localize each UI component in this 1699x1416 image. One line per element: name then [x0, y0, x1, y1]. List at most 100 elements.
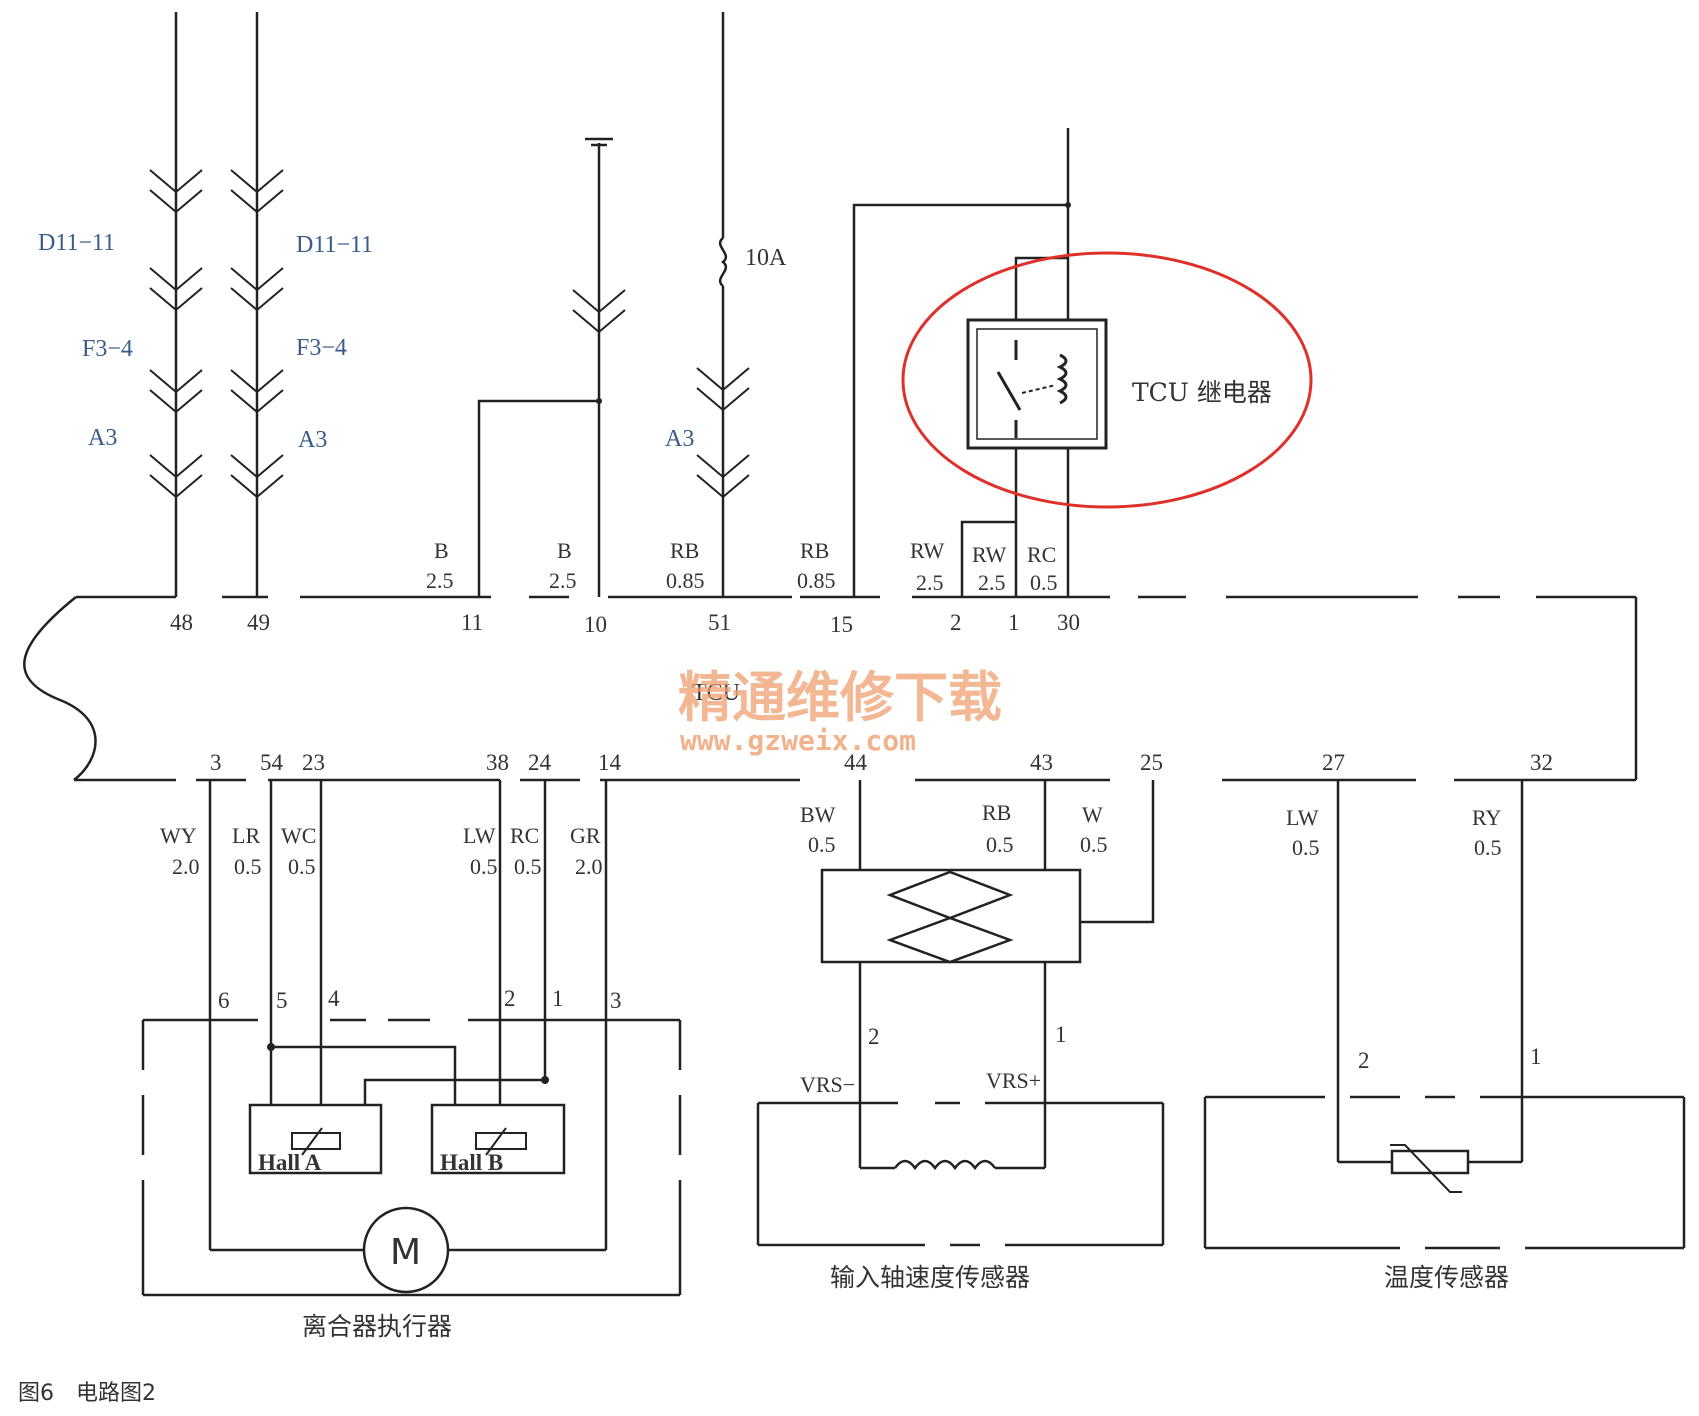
top-wire-labels: B 2.5 B 2.5 RB 0.85 RB 0.85 RW 2.5 RW 2.… [426, 538, 1058, 595]
clutch-pin-3: 3 [610, 988, 622, 1013]
wire-color-wc: WC [281, 823, 316, 848]
pin-51: 51 [708, 610, 731, 635]
pin-49: 49 [247, 610, 270, 635]
wire-color-wy: WY [160, 823, 197, 848]
wire-gauge-2: 2.5 [916, 570, 944, 595]
bottom-wire-labels: WY 2.0 LR 0.5 WC 0.5 LW 0.5 RC 0.5 GR 2.… [160, 800, 1502, 879]
wire-color-11: B [434, 538, 449, 563]
wire-gauge-11: 2.5 [426, 568, 454, 593]
tcu-body: TCU [23, 595, 1638, 782]
wire-gauge-bw: 0.5 [808, 832, 836, 857]
watermark-url: www.gzweix.com [680, 724, 916, 757]
pin-23: 23 [302, 750, 325, 775]
connector-chevrons-left [149, 169, 284, 499]
pin-48: 48 [170, 610, 193, 635]
wire-gauge-w: 0.5 [1080, 832, 1108, 857]
clutch-label: 离合器执行器 [302, 1312, 452, 1341]
motor-icon [362, 1206, 450, 1294]
wire-color-30: RC [1027, 542, 1056, 567]
f34-label-right: F3−4 [296, 335, 347, 361]
wire-color-rc: RC [510, 823, 539, 848]
wire-gauge-wy: 2.0 [172, 854, 200, 879]
watermark: 精通维修下载 www.gzweix.com [678, 665, 1002, 757]
pin-44: 44 [844, 750, 868, 775]
wire-color-lw2: LW [1286, 805, 1319, 830]
pin-25: 25 [1140, 750, 1163, 775]
wire-gauge-lr: 0.5 [234, 854, 262, 879]
wire-gauge-rc: 0.5 [514, 854, 542, 879]
relay-highlight-circle [901, 251, 1313, 509]
wire-gauge-10: 2.5 [549, 568, 577, 593]
d11-label-right: D11−11 [296, 232, 373, 258]
pin-1: 1 [1008, 610, 1020, 635]
fuse-icon [718, 237, 728, 287]
f34-label-left: F3−4 [82, 336, 133, 362]
wire-color-1: RW [972, 542, 1006, 567]
wire-gauge-1: 2.5 [978, 570, 1006, 595]
pin-10: 10 [584, 612, 607, 637]
pin-30: 30 [1057, 610, 1080, 635]
relay-label: TCU 继电器 [1132, 378, 1272, 407]
wire-color-lw: LW [463, 823, 496, 848]
wire-color-bw: BW [800, 802, 836, 827]
wire-gauge-51: 0.85 [666, 568, 705, 593]
coil-icon [893, 1159, 997, 1171]
pin-24: 24 [528, 750, 552, 775]
wire-color-2: RW [910, 538, 944, 563]
a3-label-mid: A3 [665, 426, 694, 452]
temp-sensor-label: 温度传感器 [1384, 1263, 1509, 1292]
pin-3: 3 [210, 750, 222, 775]
wire-gauge-gr: 2.0 [575, 854, 603, 879]
wire-color-15: RB [800, 538, 829, 563]
speed-sensor-label: 输入轴速度传感器 [830, 1263, 1030, 1292]
wire-gauge-wc: 0.5 [288, 854, 316, 879]
temp-pin-1: 1 [1530, 1044, 1542, 1069]
shield-box [820, 868, 1082, 964]
pin-38: 38 [486, 750, 509, 775]
wire-color-lr: LR [232, 823, 260, 848]
pin-27: 27 [1322, 750, 1345, 775]
clutch-pin-1: 1 [552, 986, 564, 1011]
wire-gauge-15: 0.85 [797, 568, 836, 593]
vrs-minus-label: VRS− [800, 1072, 855, 1097]
wire-color-rb: RB [982, 800, 1011, 825]
wire-gauge-lw: 0.5 [470, 854, 498, 879]
fused-wire: 10A A3 [665, 12, 787, 597]
pin-54: 54 [260, 750, 284, 775]
hall-a-label: Hall A [258, 1150, 322, 1175]
pin-14: 14 [598, 750, 622, 775]
tcu-relay: TCU 继电器 [901, 251, 1313, 509]
pin-43: 43 [1030, 750, 1053, 775]
a3-label-left: A3 [88, 425, 117, 451]
a3-label-right: A3 [298, 427, 327, 453]
wire-color-51: RB [670, 538, 699, 563]
temp-pin-2: 2 [1358, 1048, 1370, 1073]
wire-gauge-30: 0.5 [1030, 570, 1058, 595]
hall-b-label: Hall B [440, 1150, 503, 1175]
pin-32: 32 [1530, 750, 1553, 775]
clutch-pin-2: 2 [504, 986, 516, 1011]
watermark-cn: 精通维修下载 [678, 665, 1002, 729]
pin-2: 2 [950, 610, 962, 635]
wire-gauge-rb: 0.5 [986, 832, 1014, 857]
speed-sensor: 2 1 VRS− VRS+ 输入轴速度传感器 [756, 780, 1165, 1292]
wire-color-10: B [557, 538, 572, 563]
clutch-pin-6: 6 [218, 988, 230, 1013]
speed-pin-1: 1 [1055, 1022, 1067, 1047]
wire-gauge-lw2: 0.5 [1292, 835, 1320, 860]
wire-color-ry: RY [1472, 805, 1501, 830]
wire-gauge-ry: 0.5 [1474, 835, 1502, 860]
fuse-label: 10A [745, 245, 787, 271]
wire-color-w: W [1082, 802, 1103, 827]
motor-label: M [390, 1232, 421, 1273]
harness-wires: D11−11 D11−11 F3−4 F3−4 A3 A3 [38, 12, 373, 597]
clutch-actuator: Hall A Hall B M 6 5 4 2 1 3 离合器执行器 [141, 780, 682, 1341]
temp-sensor: 2 1 温度传感器 [1203, 780, 1686, 1292]
clutch-pin-5: 5 [276, 988, 288, 1013]
tcu-label: TCU [692, 680, 740, 706]
pin-15: 15 [830, 612, 853, 637]
bottom-pin-numbers: 3 54 23 38 24 14 44 43 25 27 32 [210, 750, 1553, 775]
top-pin-numbers: 48 49 11 10 51 15 2 1 30 [170, 610, 1080, 637]
figure-caption: 图6 电路图2 [18, 1381, 156, 1406]
